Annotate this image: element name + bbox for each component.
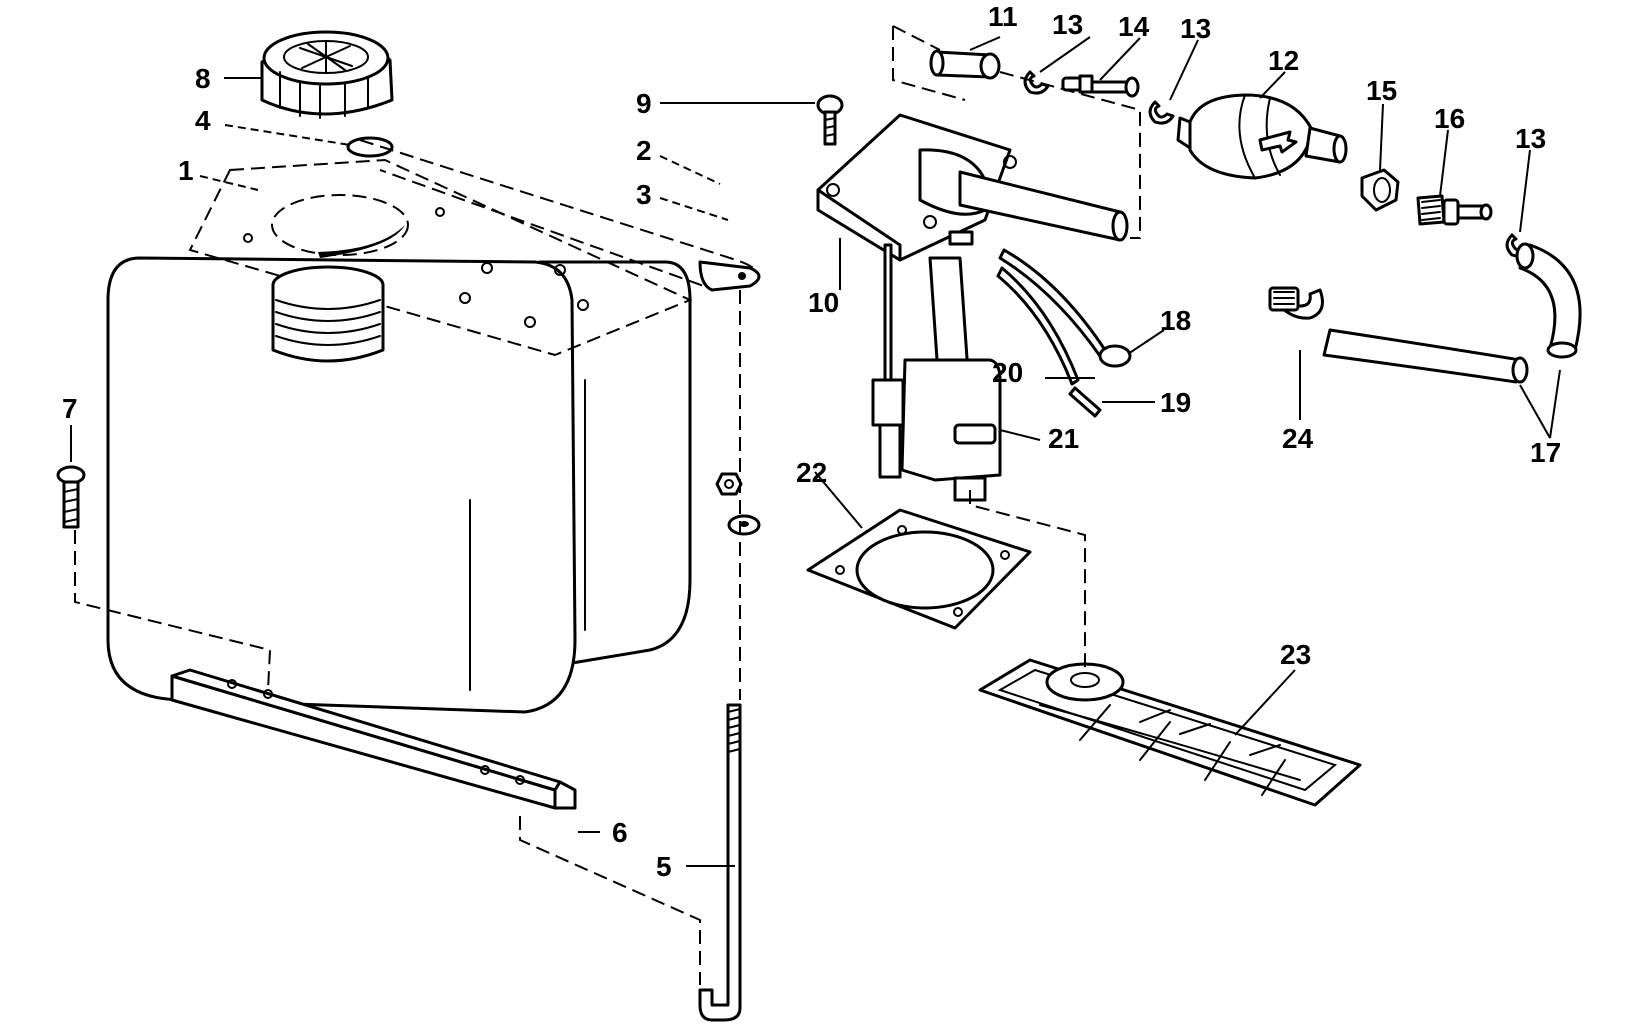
filler-cap [260, 30, 394, 158]
hold-down-hardware [359, 94, 844, 536]
mounting-bracket [170, 668, 577, 810]
callout-21: 21 [1048, 423, 1079, 454]
callout-20: 20 [992, 357, 1023, 388]
pickup-assembly [816, 113, 1132, 502]
callout-15: 15 [1366, 75, 1397, 106]
callout-8: 8 [195, 63, 211, 94]
callout-11: 11 [988, 1, 1018, 32]
callout-16: 16 [1434, 103, 1465, 134]
callout-12: 12 [1268, 45, 1299, 76]
leader-lines [70, 36, 1561, 867]
callout-22: 22 [796, 457, 827, 488]
hose-clamp-24 [1268, 286, 1324, 320]
callout-6: 6 [612, 817, 628, 848]
callout-3: 3 [636, 179, 652, 210]
callout-5: 5 [656, 851, 672, 882]
callout-13c: 13 [1515, 123, 1546, 154]
callout-24: 24 [1282, 423, 1314, 454]
callout-2: 2 [636, 135, 652, 166]
callout-13a: 13 [1052, 9, 1083, 40]
callout-18: 18 [1160, 305, 1191, 336]
oil-tank [106, 158, 693, 714]
assembly-lines [74, 25, 1141, 985]
fuel-hose-17 [1322, 242, 1582, 384]
j-hook-rod [698, 703, 742, 1022]
callout-13b: 13 [1180, 13, 1211, 44]
callout-9: 9 [636, 88, 652, 119]
gasket-22 [806, 508, 1032, 630]
nut-15 [1360, 168, 1400, 212]
callout-7: 7 [62, 393, 78, 424]
callout-1: 1 [178, 155, 194, 186]
callout-4: 4 [195, 105, 211, 136]
fitting-14 [1061, 74, 1140, 98]
primer-bulb-12 [1176, 93, 1348, 180]
callout-14: 14 [1118, 11, 1150, 42]
callout-10: 10 [808, 287, 839, 318]
callout-17: 17 [1530, 437, 1561, 468]
callout-19: 19 [1160, 387, 1191, 418]
callout-23: 23 [1280, 639, 1311, 670]
filter-screen-23 [978, 658, 1362, 807]
connector-16 [1416, 194, 1493, 226]
callout-labels: 1 2 3 4 5 6 7 8 9 10 11 12 13 13 13 14 1… [62, 1, 1561, 882]
hose-11 [929, 49, 1001, 80]
bolt-7 [56, 465, 86, 529]
